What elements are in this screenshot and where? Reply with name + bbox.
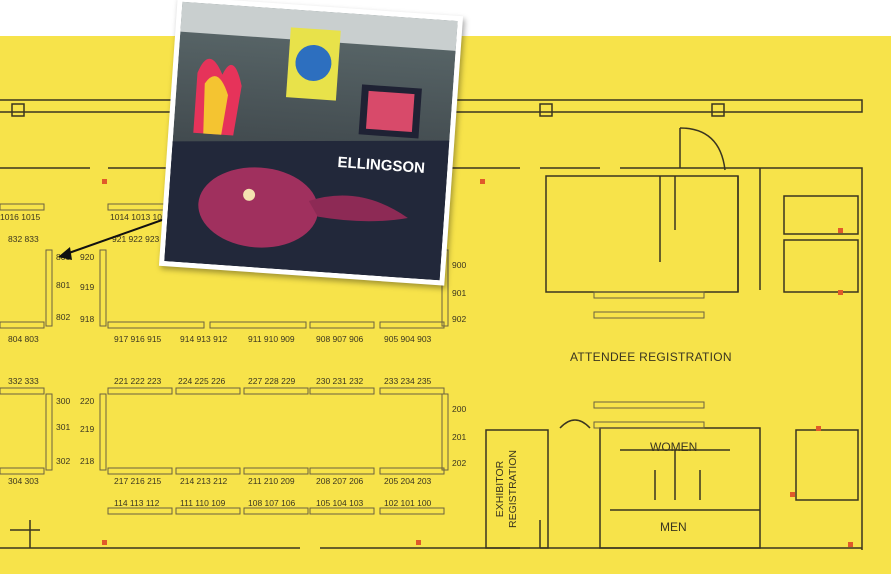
- booth-photo: ELLINGSON: [158, 0, 464, 286]
- booth-label: 917 916 915: [114, 334, 162, 344]
- booth-label: 914 913 912: [180, 334, 228, 344]
- booth-label: 214 213 212: [180, 476, 228, 486]
- booth-label: 304 303: [8, 476, 39, 486]
- booth-label: 200: [452, 404, 467, 414]
- booth-label: 920: [80, 252, 95, 262]
- booth-label: 105 104 103: [316, 498, 364, 508]
- booth-label: 111 110 109: [180, 498, 226, 508]
- booth-label: 802: [56, 312, 71, 322]
- booth-label: 901: [452, 288, 467, 298]
- booth-label: 202: [452, 458, 467, 468]
- women-label: WOMEN: [650, 440, 698, 454]
- booth-label: 218: [80, 456, 95, 466]
- booth-label: 224 225 226: [178, 376, 226, 386]
- booth-label: 302: [56, 456, 71, 466]
- booth-label: 832 833: [8, 234, 39, 244]
- booth-banner-text: ELLINGSON: [337, 154, 425, 177]
- booth-label: 911 910 909: [248, 334, 295, 344]
- booth-label: 102 101 100: [384, 498, 432, 508]
- booth-label: 220: [80, 396, 95, 406]
- booth-label: 919: [80, 282, 95, 292]
- booth-label: 233 234 235: [384, 376, 432, 386]
- booth-photo-image: ELLINGSON: [164, 1, 458, 281]
- booth-label: 300: [56, 396, 71, 406]
- booth-label: 918: [80, 314, 95, 324]
- booth-label: 227 228 229: [248, 376, 296, 386]
- booth-label: 1014 1013 1012 10: [110, 212, 184, 222]
- booth-label: 221 222 223: [114, 376, 162, 386]
- booth-label: 804 803: [8, 334, 39, 344]
- booth-label: 114 113 112: [114, 498, 160, 508]
- booth-label: 201: [452, 432, 467, 442]
- booth-label: 905 904 903: [384, 334, 432, 344]
- booth-label: 205 204 203: [384, 476, 432, 486]
- booth-label: 230 231 232: [316, 376, 364, 386]
- booth-label: 211 210 209: [248, 476, 295, 486]
- attendee-registration-label: ATTENDEE REGISTRATION: [570, 350, 732, 364]
- booth-label: 217 216 215: [114, 476, 162, 486]
- booth-label: 332 333: [8, 376, 39, 386]
- booth-label: 900: [452, 260, 467, 270]
- booth-label: 921 922 923 92: [112, 234, 172, 244]
- booth-label: 801: [56, 280, 71, 290]
- booth-label: 301: [56, 422, 71, 432]
- booth-label: 219: [80, 424, 95, 434]
- booth-label: 208 207 206: [316, 476, 364, 486]
- booth-label: 908 907 906: [316, 334, 364, 344]
- men-label: MEN: [660, 520, 687, 534]
- booth-label: 108 107 106: [248, 498, 296, 508]
- booth-label: 1016 1015: [0, 212, 41, 222]
- booth-label: 902: [452, 314, 467, 324]
